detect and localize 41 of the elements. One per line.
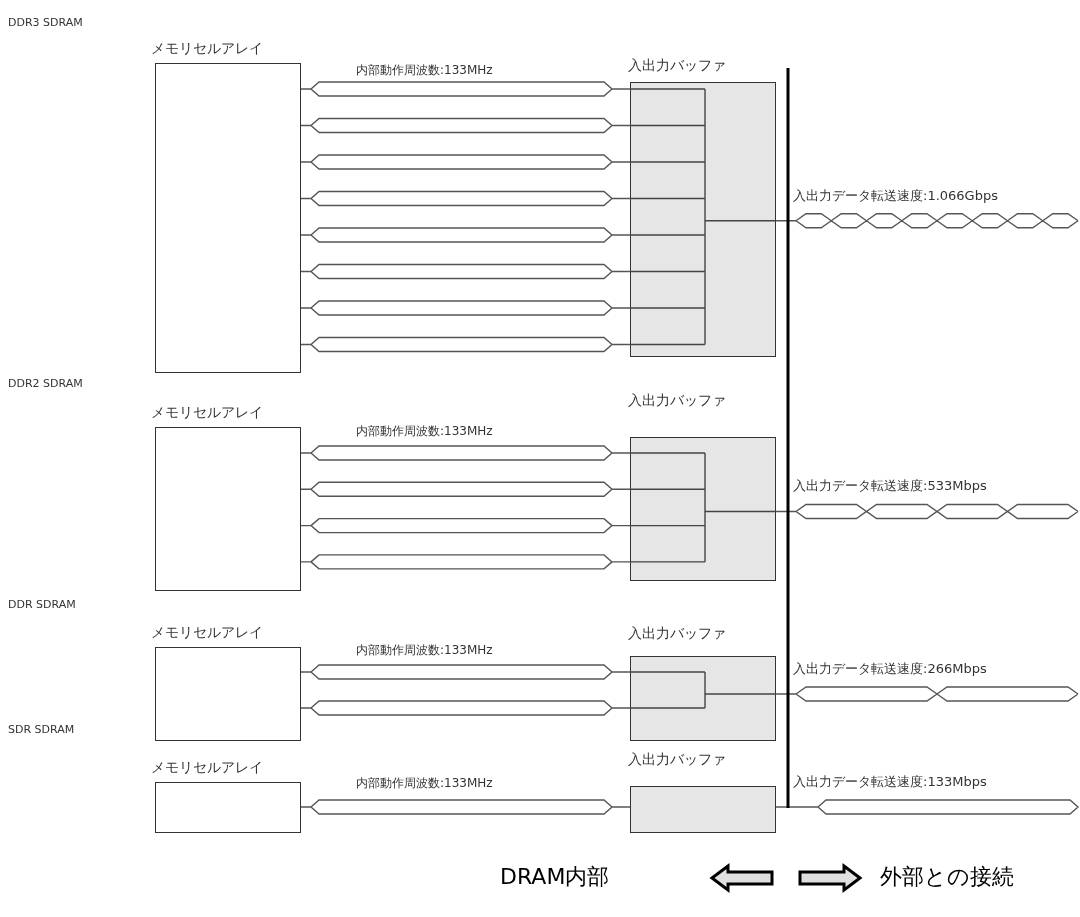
edge-label: 内部動作周波数:133MHz (356, 642, 493, 659)
signal-bus (300, 190, 631, 207)
signal-bus (300, 263, 631, 280)
box-heading: メモリセルアレイ (151, 759, 263, 777)
edge-label: 内部動作周波数:133MHz (356, 775, 493, 792)
box-heading: メモリセルアレイ (151, 404, 263, 422)
box-heading: 入出力バッファ (628, 392, 726, 410)
signal-bus (300, 154, 631, 170)
signal-bus (300, 117, 631, 134)
signal-bus (300, 799, 631, 815)
edge-label: 入出力データ転送速度:133Mbps (793, 773, 987, 791)
signal-bus (300, 81, 631, 97)
edge-label: 入出力データ転送速度:533Mbps (793, 477, 987, 496)
edge-label: 内部動作周波数:133MHz (356, 62, 493, 79)
section-title: DDR3 SDRAM (8, 16, 83, 29)
signal-bus (300, 300, 631, 316)
side-label: 外部との接続 (880, 863, 1014, 891)
edge-label: 入出力データ転送速度:1.066Gbps (793, 186, 998, 205)
signal-bus (300, 664, 631, 680)
box-heading: 入出力バッファ (628, 625, 726, 643)
side-label: DRAM内部 (500, 863, 610, 891)
signal-bus (300, 554, 631, 570)
box-heading: 入出力バッファ (628, 57, 726, 75)
box-heading: 入出力バッファ (628, 751, 726, 769)
signal-bus (300, 445, 631, 461)
box-heading: メモリセルアレイ (151, 40, 263, 58)
box-heading: メモリセルアレイ (151, 624, 263, 642)
section-title: DDR SDRAM (8, 598, 76, 611)
section-title: DDR2 SDRAM (8, 377, 83, 390)
signal-bus (775, 686, 1079, 702)
signal-bus (300, 700, 631, 716)
signal-bus (775, 503, 1079, 520)
signal-bus (300, 227, 631, 243)
section-title: SDR SDRAM (8, 723, 75, 736)
signal-bus (300, 481, 631, 497)
signal-bus (300, 336, 631, 353)
edge-label: 入出力データ転送速度:266Mbps (793, 660, 987, 678)
edge-label: 内部動作周波数:133MHz (356, 423, 493, 440)
signal-bus (775, 213, 1079, 229)
signal-bus (775, 799, 1080, 815)
signal-bus (300, 517, 631, 534)
